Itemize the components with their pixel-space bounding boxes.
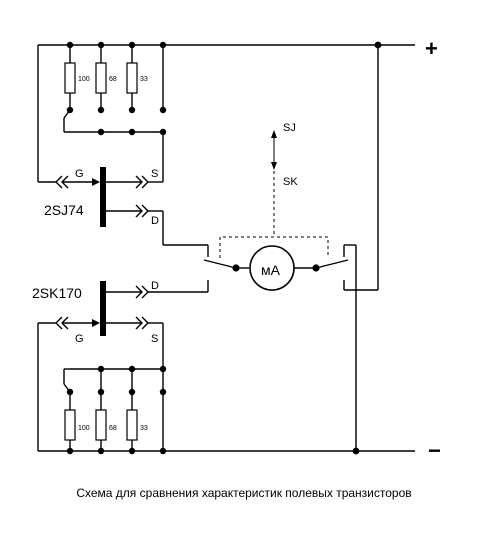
arrow-up-icon xyxy=(271,130,277,138)
gate-label-top: G xyxy=(75,168,84,180)
resistor-top-33 xyxy=(126,62,138,94)
arrow-down-icon xyxy=(271,162,277,170)
resistor-bottom-68 xyxy=(95,409,107,441)
resistor-bottom-label-3: 33 xyxy=(140,425,148,432)
switch-lever-right xyxy=(315,259,349,269)
transistor-bottom-name: 2SK170 xyxy=(32,285,82,301)
plus-label: + xyxy=(425,36,438,61)
gate-arrow-bottom xyxy=(92,319,100,327)
resistor-top-label-3: 33 xyxy=(140,76,148,83)
channel-bar-bottom xyxy=(100,281,106,336)
resistor-top-68 xyxy=(95,62,107,94)
resistor-top-label-1: 100 xyxy=(78,76,90,83)
switch-lever-left xyxy=(203,259,237,269)
resistor-bottom-33 xyxy=(126,409,138,441)
gate-label-bottom: G xyxy=(75,333,84,345)
resistor-bottom-100 xyxy=(64,409,76,441)
source-label-top: S xyxy=(151,168,158,180)
gate-arrow-top xyxy=(92,178,100,186)
diagram-caption: Схема для сравнения характеристик полевы… xyxy=(76,486,411,500)
resistor-bottom-label-1: 100 xyxy=(78,425,90,432)
minus-label: − xyxy=(428,438,441,463)
meter-switch-assembly: мA xyxy=(203,130,378,451)
switch-sk-label: SK xyxy=(283,176,298,188)
resistor-top-label-2: 68 xyxy=(109,76,117,83)
top-resistor-bank xyxy=(63,41,167,182)
drain-label-bottom: D xyxy=(151,280,159,292)
switch-mechanical-link xyxy=(219,236,329,258)
channel-bar-top xyxy=(100,167,106,227)
resistor-top-100 xyxy=(64,62,76,94)
transistor-2sj74 xyxy=(55,167,209,257)
source-label-bottom: S xyxy=(151,333,158,345)
meter-label: мA xyxy=(261,262,281,278)
transistor-top-name: 2SJ74 xyxy=(44,202,84,218)
drain-label-top: D xyxy=(151,215,159,227)
bottom-resistor-bank xyxy=(63,365,167,455)
resistor-bottom-label-2: 68 xyxy=(109,425,117,432)
switch-sj-label: SJ xyxy=(283,122,296,134)
